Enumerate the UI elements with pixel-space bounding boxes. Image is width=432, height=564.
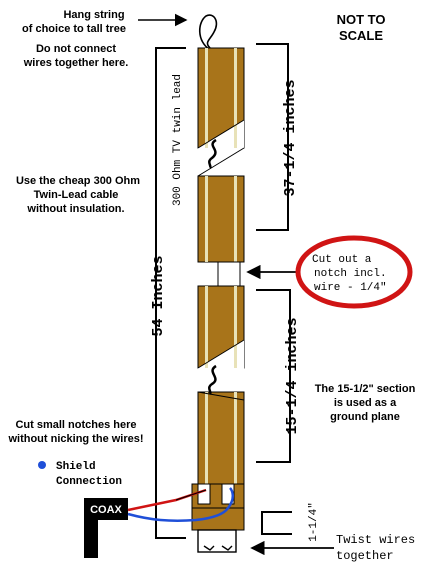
coax-shield-wire — [127, 487, 234, 522]
lower-length-bracket — [256, 289, 291, 463]
shield-label: Shield — [56, 461, 96, 473]
no-connect-label-line2: wires together here. — [23, 57, 129, 69]
use-cable-label-line2: Twin-Lead cable — [34, 189, 119, 201]
hang-string-label: Hang string — [63, 9, 124, 21]
no-connect-label: Do not connect — [36, 43, 116, 55]
use-cable-label: Use the cheap 300 Ohm — [16, 175, 140, 187]
ground-plane-label-line3: ground plane — [330, 411, 400, 423]
twin-lead-lower — [197, 285, 245, 485]
twist-label: Twist wires — [336, 533, 415, 547]
coax-label: COAX — [90, 504, 122, 516]
total-length-bracket — [155, 47, 186, 539]
cut-notches-label: Cut small notches here — [15, 419, 136, 431]
not-to-scale-label-line2: SCALE — [339, 28, 383, 43]
shield-label-line2: Connection — [56, 476, 122, 488]
cable-label: 300 Ohm TV twin lead — [172, 74, 184, 206]
total-length-label: 54 Inches — [150, 255, 167, 336]
ground-plane-label: The 15-1/2" section — [315, 383, 416, 395]
notch-note-line1: Cut out a — [312, 254, 372, 266]
stub-length-label: 1-1/4" — [308, 502, 320, 542]
notch — [217, 261, 241, 287]
cut-notches-label-line2: without nicking the wires! — [7, 433, 143, 445]
lower-length-label: 15-1/4 inches — [284, 317, 301, 434]
notch-note-line3: wire - 1/4" — [314, 282, 387, 294]
notch-note-circle — [295, 235, 413, 309]
coax-connector: COAX — [84, 498, 128, 558]
twist-label-line2: together — [336, 549, 394, 563]
not-to-scale-label: NOT TO — [337, 12, 386, 27]
twin-lead-upper — [197, 47, 245, 263]
upper-length-label: 37-1/4 inches — [282, 79, 299, 196]
break-squiggle-lower — [208, 364, 217, 395]
hang-string-label-line2: of choice to tall tree — [22, 23, 126, 35]
feed-section — [191, 483, 245, 553]
use-cable-label-line3: without insulation. — [26, 203, 124, 215]
coax-inner-wire-outline — [175, 489, 207, 501]
ground-plane-label-line2: is used as a — [334, 397, 397, 409]
upper-length-bracket — [256, 43, 289, 231]
shield-dot — [38, 461, 46, 469]
notch-note-line2: notch incl. — [314, 268, 387, 280]
hang-string — [198, 14, 218, 51]
break-squiggle-upper — [208, 138, 217, 169]
stub-bracket — [261, 511, 292, 535]
